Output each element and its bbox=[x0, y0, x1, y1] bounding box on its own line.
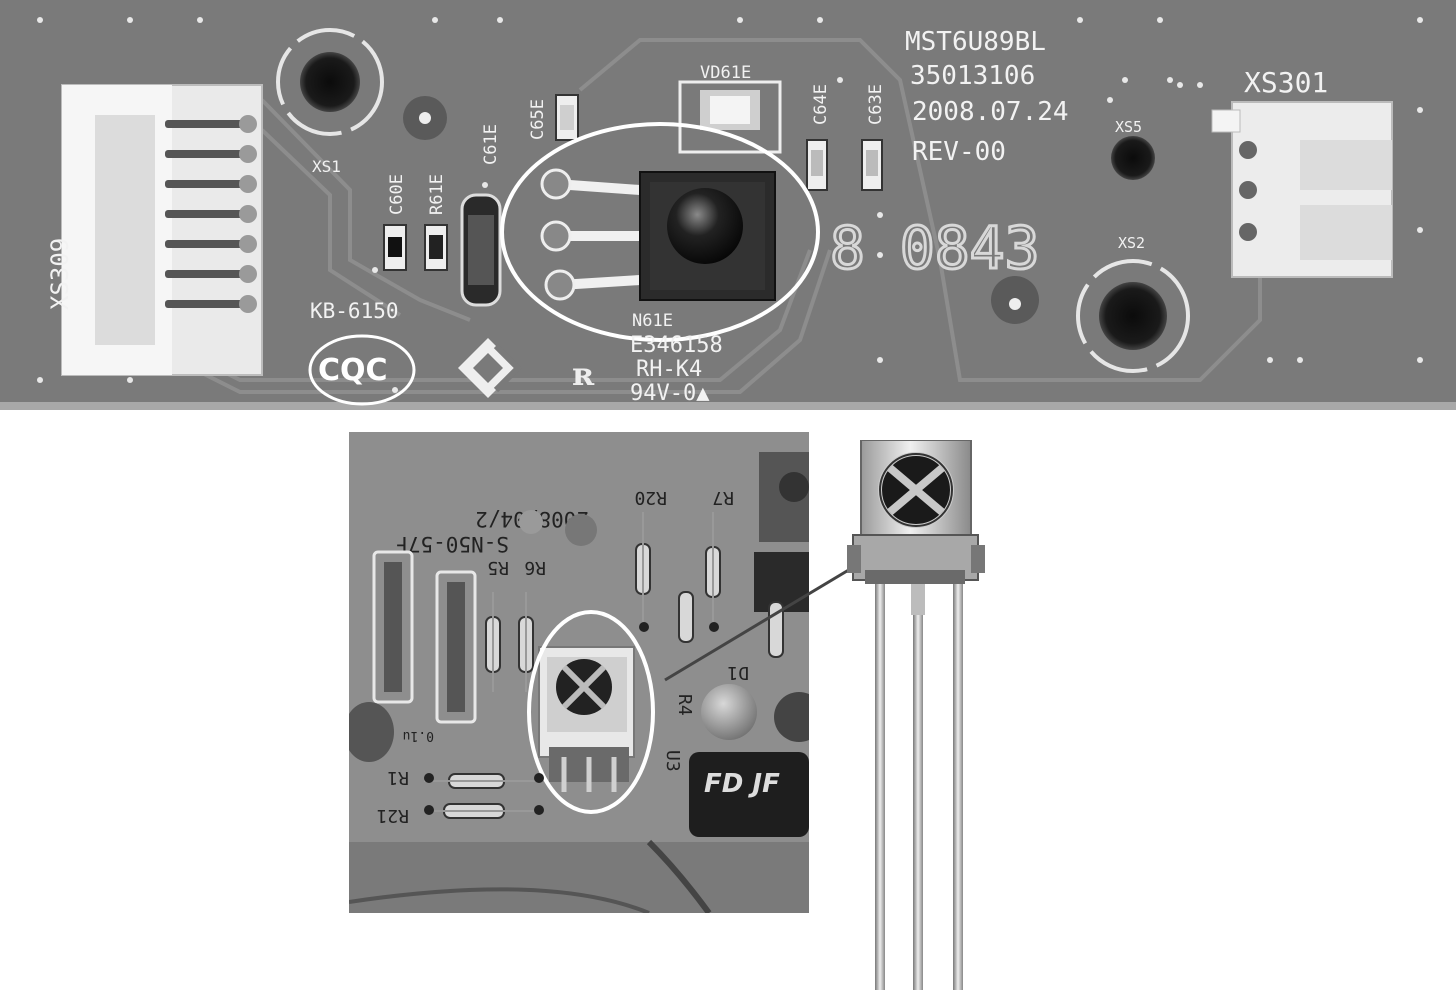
label-c60e: C60E bbox=[387, 174, 407, 215]
label-c64e: C64E bbox=[811, 84, 831, 125]
manufacturer-logo bbox=[458, 338, 523, 398]
label-r4: R4 bbox=[674, 694, 695, 716]
rh-mark: RH-K4 bbox=[636, 357, 702, 382]
connector-xs309 bbox=[61, 84, 263, 376]
highlight-ellipse-n61e bbox=[500, 122, 820, 342]
board-model: MST6U89BL bbox=[905, 27, 1046, 57]
board-part-number: 35013106 bbox=[910, 61, 1035, 91]
label-c63e: C63E bbox=[866, 84, 886, 125]
label-r61e: R61E bbox=[427, 174, 447, 215]
label-r5: R5 bbox=[487, 557, 509, 578]
top-pcb-board: XS309 XS1 C60E R61E C61E C65E VD61E C64E bbox=[0, 0, 1456, 410]
cap-brand-label: FD JF bbox=[704, 769, 780, 799]
ul-number: E346158 bbox=[630, 333, 723, 358]
label-r6: R6 bbox=[524, 557, 546, 578]
board-date: 2008.07.24 bbox=[912, 97, 1069, 127]
bottom-pcb-board: 2008/04/2 S-N50-57F R20 R7 R6 R5 R4 D1 U… bbox=[349, 432, 809, 913]
label-r1: R1 bbox=[387, 767, 409, 788]
jumper-strips bbox=[372, 550, 477, 724]
label-r7: R7 bbox=[712, 487, 734, 508]
smd-c64e bbox=[806, 139, 828, 191]
board-id: KB-6150 bbox=[310, 299, 399, 323]
label-u3: U3 bbox=[662, 750, 683, 772]
label-n61e: N61E bbox=[632, 311, 673, 331]
mount-hole-xs2 bbox=[1076, 259, 1190, 373]
label-xs2: XS2 bbox=[1118, 234, 1145, 252]
electrolytic-capacitor bbox=[689, 752, 809, 837]
smd-c65e bbox=[555, 94, 579, 141]
hole-xs5 bbox=[1111, 136, 1155, 180]
connector-xs301 bbox=[1211, 101, 1393, 278]
label-r20: R20 bbox=[634, 487, 667, 508]
smd-c61e bbox=[460, 193, 502, 307]
label-xs1: XS1 bbox=[312, 157, 341, 176]
label-c61e: C61E bbox=[481, 124, 501, 165]
ul-mark-icon: ʀ bbox=[572, 355, 595, 393]
label-d1: D1 bbox=[727, 662, 749, 683]
label-c65e: C65E bbox=[528, 99, 548, 140]
smd-r61e bbox=[424, 224, 448, 271]
mount-hole-xs1 bbox=[276, 28, 384, 136]
led-d1 bbox=[701, 684, 757, 740]
highlight-ellipse-bottom bbox=[527, 610, 655, 814]
flammability-rating: 94V-0▲ bbox=[630, 381, 710, 406]
tactile-switch bbox=[759, 452, 809, 542]
led-vd61e bbox=[678, 80, 782, 154]
standalone-ir-receiver bbox=[847, 440, 985, 990]
label-xs309: XS309 bbox=[46, 238, 74, 310]
highlight-ellipse-cqc bbox=[308, 334, 416, 406]
cert-mark-cqc: CQC bbox=[318, 353, 388, 388]
ir-receiver-n61e bbox=[540, 168, 776, 301]
label-r21: R21 bbox=[376, 805, 409, 826]
ir-receiver-module bbox=[538, 646, 635, 792]
label-xs5: XS5 bbox=[1115, 118, 1142, 136]
board-revision: REV-00 bbox=[912, 137, 1006, 167]
bottom-board-id: S-N50-57F bbox=[395, 532, 509, 556]
smd-c60e bbox=[383, 224, 407, 271]
label-xs301: XS301 bbox=[1244, 66, 1328, 99]
pcb-vias bbox=[37, 17, 1423, 393]
smd-c63e bbox=[861, 139, 883, 191]
label-cap-small: 0.1u bbox=[403, 728, 434, 743]
label-vd61e: VD61E bbox=[700, 63, 751, 83]
board-code: 8 0843 bbox=[830, 214, 1040, 282]
